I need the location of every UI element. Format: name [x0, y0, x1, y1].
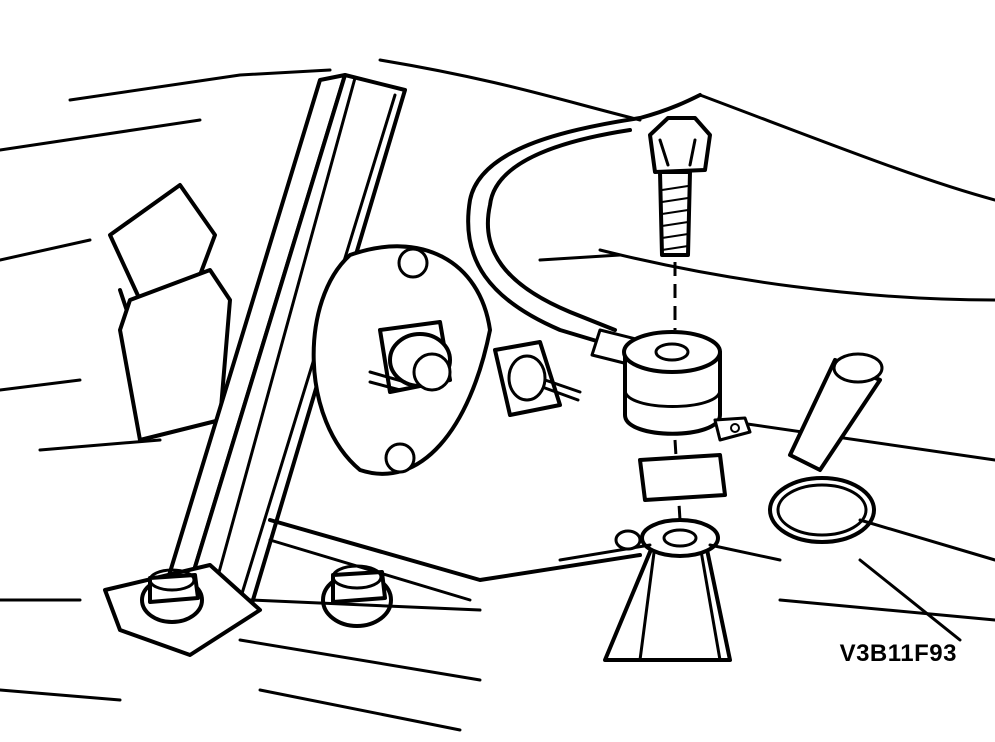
o-ring: [768, 476, 876, 544]
heat-shield-bracket: [108, 183, 232, 442]
knock-sensor: [622, 330, 752, 442]
connector-stud: [493, 340, 582, 417]
alignment-centerline: [673, 262, 682, 521]
strut-bolt-left: [140, 568, 204, 624]
strut-bolt-right: [321, 564, 393, 628]
sensor-housing-flange: [311, 244, 492, 476]
engine-background-contours: [0, 58, 995, 732]
lower-frame: [248, 518, 642, 612]
coolant-pipe: [788, 352, 884, 472]
figure-code-label: V3B11F93: [839, 640, 957, 667]
threaded-mounting-boss: [558, 453, 782, 662]
mounting-bolt: [648, 116, 712, 257]
